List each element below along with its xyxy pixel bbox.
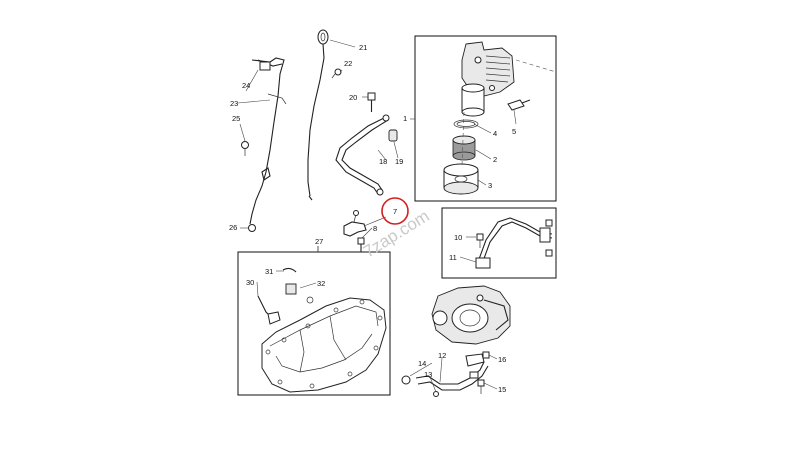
callout-16: 16 [498, 355, 506, 364]
bracket-7 [343, 210, 367, 237]
callout-27: 27 [315, 237, 323, 246]
callout-23: 23 [230, 99, 238, 108]
callout-30: 30 [246, 278, 254, 287]
sensor-5 [507, 99, 531, 111]
oil-line [475, 217, 553, 269]
oil-pan [261, 297, 387, 393]
callout-22: 22 [344, 59, 352, 68]
callout-4: 4 [493, 129, 497, 138]
callout-26: 26 [229, 223, 237, 232]
dipstick-tube [241, 57, 287, 232]
oil-cooler-inset-frame [414, 35, 557, 202]
oil-pan-inset-frame [237, 251, 391, 396]
clip-31 [282, 267, 297, 273]
callout-25: 25 [232, 114, 240, 123]
callout-5: 5 [512, 127, 516, 136]
clip-22 [331, 68, 342, 79]
dash-line-2 [461, 111, 465, 167]
filter-adapter [461, 83, 485, 117]
oil-line-inset-frame [441, 207, 557, 279]
leader-lines [237, 39, 517, 393]
callout-20: 20 [349, 93, 357, 102]
callout-1: 1 [403, 114, 407, 123]
turbocharger [431, 285, 511, 345]
sensor-30 [257, 295, 281, 325]
callout-10: 10 [454, 233, 462, 242]
tube-18 [335, 114, 390, 196]
callout-12: 12 [438, 351, 446, 360]
oil-cooler-housing [461, 41, 515, 97]
grommet-19 [388, 129, 398, 142]
callout-18: 18 [379, 157, 387, 166]
callout-7-highlight-circle [381, 197, 409, 225]
callout-24: 24 [242, 81, 250, 90]
callout-21: 21 [359, 43, 367, 52]
callout-19: 19 [395, 157, 403, 166]
callout-31: 31 [265, 267, 273, 276]
callout-3: 3 [488, 181, 492, 190]
filter-cap-3 [443, 163, 479, 195]
callout-2: 2 [493, 155, 497, 164]
drain-pipe [401, 351, 490, 397]
callout-14: 14 [418, 359, 426, 368]
bolt-8 [357, 237, 365, 252]
o-ring-4 [453, 119, 479, 129]
filter-element-2 [452, 135, 476, 161]
sensor-32 [285, 283, 314, 304]
callout-13: 13 [424, 370, 432, 379]
callout-32: 32 [317, 279, 325, 288]
dipstick [307, 29, 329, 201]
callout-8: 8 [373, 224, 377, 233]
callout-15: 15 [498, 385, 506, 394]
dash-line-1 [515, 59, 557, 73]
callout-7: 7 [393, 207, 397, 216]
callout-11: 11 [449, 253, 457, 262]
bolt-20 [367, 92, 376, 112]
